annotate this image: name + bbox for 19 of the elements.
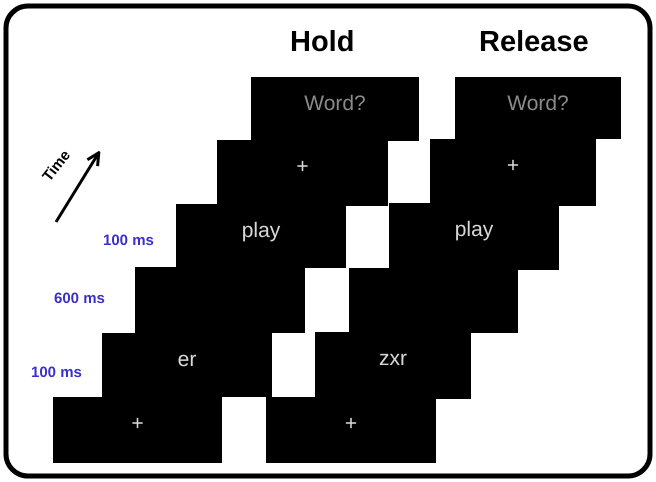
screen-text: + [506, 155, 520, 179]
screen-text: + [131, 413, 144, 437]
screen-text: + [344, 413, 358, 437]
screen-text: Word? [507, 93, 569, 117]
screen-text: + [296, 156, 309, 180]
duration-label: 100 ms [31, 365, 82, 380]
screen-text: play [242, 220, 280, 244]
stimulus-screen [266, 397, 436, 463]
stimulus-screen [53, 397, 222, 463]
column-heading: Hold [290, 28, 354, 57]
screen-text: play [454, 219, 494, 243]
duration-label: 600 ms [54, 291, 105, 306]
screen-text: zxr [379, 348, 407, 372]
stimulus-screen [251, 77, 419, 141]
column-heading: Release [479, 28, 589, 57]
screen-text: Word? [304, 93, 366, 117]
screen-text: er [178, 349, 196, 373]
duration-label: 100 ms [103, 233, 154, 248]
stimulus-screen [455, 77, 621, 139]
